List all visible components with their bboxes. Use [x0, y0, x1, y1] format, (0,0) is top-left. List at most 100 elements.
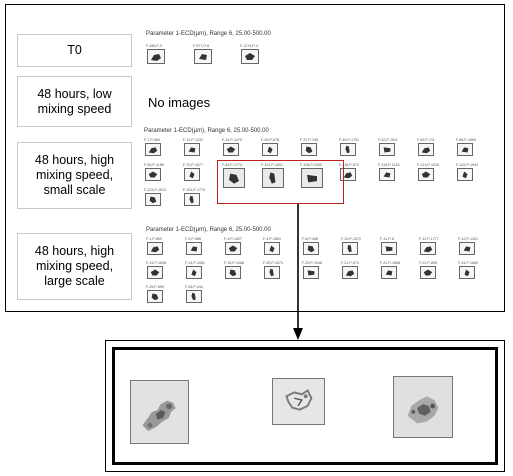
thumbnail-label: F-1274,P-4 — [240, 44, 258, 48]
particle-image-icon — [190, 246, 198, 252]
particle-image-icon — [148, 171, 158, 178]
particle-image-icon — [229, 173, 239, 184]
particle-image-icon — [383, 147, 391, 153]
particle-thumbnail — [147, 266, 163, 279]
particle-thumbnail — [225, 242, 241, 255]
condition-label-text: T0 — [67, 43, 82, 57]
thumbnail-label: F-82,P-711 — [417, 138, 435, 142]
thumbnail-label: F-22,P-898 — [419, 261, 437, 265]
particle-thumbnail — [186, 242, 202, 255]
thumbnail-label: F-14,P-1081 — [185, 261, 205, 265]
thumbnail-label: F-13,P-1698 — [146, 261, 166, 265]
condition-label-text: 48 hours, high mixing speed, small scale — [34, 153, 115, 197]
particle-thumbnail — [381, 242, 397, 255]
particle-thumbnail — [241, 49, 259, 64]
thumbnail-label: F-101,P-1601 — [261, 163, 283, 167]
zoom-particle-image — [130, 380, 189, 444]
particle-image-icon — [228, 245, 238, 252]
thumbnail-label: F-12,P-1421 — [458, 237, 478, 241]
condition-label-t0: T0 — [17, 34, 132, 67]
zoom-particle-image — [272, 378, 325, 425]
particle-thumbnail — [223, 143, 239, 156]
particle-image-icon — [385, 246, 393, 252]
particle-thumbnail — [145, 193, 161, 206]
thumbnail-label: F-19,P-1475 — [222, 138, 242, 142]
down-arrow-icon — [293, 204, 303, 340]
particle-thumbnail — [186, 290, 202, 303]
thumbnail-label: F-3,P-1527 — [224, 237, 242, 241]
particle-image-icon — [273, 379, 324, 424]
particle-thumbnail — [420, 266, 436, 279]
thumbnail-label: F-83,P-1774 — [222, 163, 242, 167]
thumbnail-label: F-6,P-468 — [302, 237, 318, 241]
particle-thumbnail — [379, 168, 395, 181]
particle-image-icon — [150, 246, 160, 253]
particle-image-icon — [394, 377, 452, 437]
thumbnail-label: F-20,P-1671 — [263, 261, 283, 265]
particle-thumbnail — [262, 143, 278, 156]
particle-image-icon — [464, 269, 470, 277]
particle-image-icon — [462, 171, 468, 179]
particle-thumbnail — [225, 266, 241, 279]
particle-thumbnail — [459, 242, 475, 255]
thumbnail-label: F-11,P-1777 — [419, 237, 439, 241]
thumbnail-label: F-46,P-1751 — [339, 138, 359, 142]
particle-image-icon — [423, 269, 433, 276]
thumbnail-label: F-106,P-2305 — [300, 163, 322, 167]
condition-label-large-scale: 48 hours, high mixing speed, large scale — [17, 233, 132, 300]
particle-thumbnail — [418, 168, 434, 181]
particle-image-icon — [188, 147, 196, 153]
particle-image-icon — [229, 269, 237, 277]
particle-image-icon — [269, 245, 275, 253]
particle-thumbnail — [147, 290, 163, 303]
particle-thumbnail — [223, 168, 245, 188]
condition-label-low-speed: 48 hours, low mixing speed — [17, 76, 132, 127]
particle-thumbnail — [186, 266, 202, 279]
thumbnail-label: F-116,P-673 — [339, 163, 359, 167]
thumbnail-label: F-123,P-1613 — [144, 188, 166, 192]
particle-thumbnail — [184, 193, 200, 206]
condition-label-text: 48 hours, low mixing speed — [37, 86, 112, 116]
particle-image-icon — [307, 245, 315, 253]
thumbnail-label: F-161,P-1770 — [183, 188, 205, 192]
particle-thumbnail — [147, 242, 163, 255]
particle-thumbnail — [147, 49, 165, 64]
condition-label-text: 48 hours, high mixing speed, large scale — [34, 244, 115, 288]
particle-image-icon — [383, 172, 391, 178]
particle-image-icon — [245, 53, 255, 60]
particle-thumbnail — [340, 168, 356, 181]
particle-image-icon — [148, 147, 158, 154]
particle-image-icon — [421, 147, 431, 154]
thumbnail-label: F-2,P-986 — [185, 237, 201, 241]
particle-image-icon — [347, 244, 352, 253]
thumbnail-label: F-86,P-1869 — [456, 138, 476, 142]
particle-image-icon — [149, 196, 157, 204]
thumbnail-label: F-977,P-8 — [193, 44, 209, 48]
particle-image-icon — [267, 146, 273, 154]
particle-thumbnail — [379, 143, 395, 156]
particle-thumbnail — [145, 143, 161, 156]
particle-thumbnail — [264, 242, 280, 255]
particle-image-icon — [423, 246, 433, 253]
thumbnail-label: F-7,P-984 — [144, 138, 160, 142]
zoom-particle-image — [393, 376, 453, 438]
thumbnail-label: F-122,P-1944 — [456, 163, 478, 167]
thumbnail-label: F-25,P-699 — [146, 285, 164, 289]
thumbnail-label: F-288,P-3 — [146, 44, 162, 48]
panel-title-small-scale: Parameter 1-ECD(µm), Range 6, 25.00-500.… — [144, 128, 269, 134]
panel-title-large-scale: Parameter 1-ECD(µm), Range 6, 25.00-500.… — [146, 227, 271, 233]
particle-thumbnail — [301, 143, 317, 156]
particle-image-icon — [189, 195, 194, 204]
condition-label-small-scale: 48 hours, high mixing speed, small scale — [17, 142, 132, 209]
thumbnail-label: F-70,P-1677 — [183, 163, 203, 167]
thumbnail-label: F-4,P-1881 — [263, 237, 281, 241]
particle-image-icon — [463, 246, 471, 252]
particle-image-icon — [307, 270, 315, 276]
particle-image-icon — [343, 172, 353, 179]
thumbnail-label: F-10,P-1572 — [341, 237, 361, 241]
particle-image-icon — [385, 270, 393, 276]
particle-image-icon — [191, 292, 196, 301]
particle-image-icon — [199, 54, 207, 60]
particle-thumbnail — [184, 168, 200, 181]
thumbnail-label: F-21,P-1658 — [380, 261, 400, 265]
